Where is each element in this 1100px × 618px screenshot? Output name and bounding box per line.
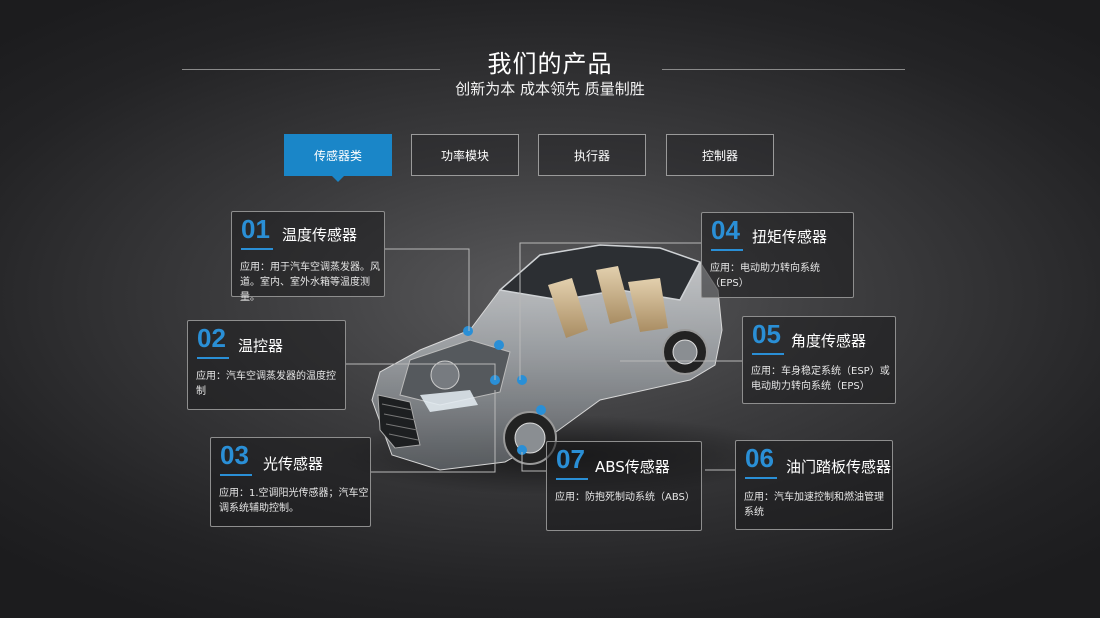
page-subtitle: 创新为本 成本领先 质量制胜 xyxy=(455,80,645,98)
product-description: 应用：汽车加速控制和燃油管理系统 xyxy=(744,492,884,518)
product-number: 05 xyxy=(752,319,781,349)
tab-sensors[interactable]: 传感器类 xyxy=(284,134,392,182)
product-name: 扭矩传感器 xyxy=(752,228,828,246)
header: 我们的产品 创新为本 成本领先 质量制胜 xyxy=(0,0,1100,110)
product-name: ABS传感器 xyxy=(595,458,670,476)
number-underline xyxy=(752,353,784,355)
product-card-torque-sensor[interactable]: 04 扭矩传感器 应用：电动助力转向系统（EPS） xyxy=(701,212,854,298)
number-underline xyxy=(556,478,588,480)
product-card-abs-sensor[interactable]: 07 ABS传感器 应用：防抱死制动系统（ABS） xyxy=(546,441,702,531)
product-number: 02 xyxy=(197,323,226,353)
number-underline xyxy=(745,477,777,479)
product-number: 03 xyxy=(220,440,249,470)
number-underline xyxy=(197,357,229,359)
product-number: 06 xyxy=(745,443,774,473)
number-underline xyxy=(220,474,252,476)
title-divider-left xyxy=(182,69,440,70)
product-name: 光传感器 xyxy=(263,455,324,473)
product-description: 应用：防抱死制动系统（ABS） xyxy=(555,492,695,503)
product-number: 04 xyxy=(711,215,740,245)
product-name: 角度传感器 xyxy=(791,332,867,350)
product-card-light-sensor[interactable]: 03 光传感器 应用：1.空调阳光传感器；汽车空调系统辅助控制。 xyxy=(210,437,371,527)
product-name: 油门踏板传感器 xyxy=(786,458,892,476)
title-divider-right xyxy=(662,69,905,70)
tab-actuators[interactable]: 执行器 xyxy=(538,134,646,176)
number-underline xyxy=(711,249,743,251)
product-name: 温度传感器 xyxy=(282,226,358,244)
product-number: 01 xyxy=(241,214,270,244)
product-description: 应用：车身稳定系统（ESP）或电动助力转向系统（EPS） xyxy=(751,366,890,392)
product-description: 应用：1.空调阳光传感器；汽车空调系统辅助控制。 xyxy=(219,488,369,514)
number-underline xyxy=(241,248,273,250)
product-description: 应用：电动助力转向系统（EPS） xyxy=(710,263,820,289)
product-description: 应用：汽车空调蒸发器的温度控制 xyxy=(196,371,336,397)
tab-controllers[interactable]: 控制器 xyxy=(666,134,774,176)
product-description: 应用：用于汽车空调蒸发器。风道。室内、室外水箱等温度测量。 xyxy=(240,262,380,303)
tab-power-modules[interactable]: 功率模块 xyxy=(411,134,519,176)
product-card-angle-sensor[interactable]: 05 角度传感器 应用：车身稳定系统（ESP）或电动助力转向系统（EPS） xyxy=(742,316,896,404)
product-card-thermostat[interactable]: 02 温控器 应用：汽车空调蒸发器的温度控制 xyxy=(187,320,346,410)
product-name: 温控器 xyxy=(238,337,284,355)
product-card-pedal-sensor[interactable]: 06 油门踏板传感器 应用：汽车加速控制和燃油管理系统 xyxy=(735,440,893,530)
product-tabs: 传感器类 功率模块 执行器 控制器 xyxy=(284,134,776,182)
product-card-temperature-sensor[interactable]: 01 温度传感器 应用：用于汽车空调蒸发器。风道。室内、室外水箱等温度测量。 xyxy=(231,211,385,303)
page-title: 我们的产品 xyxy=(487,50,613,78)
product-number: 07 xyxy=(556,444,585,474)
